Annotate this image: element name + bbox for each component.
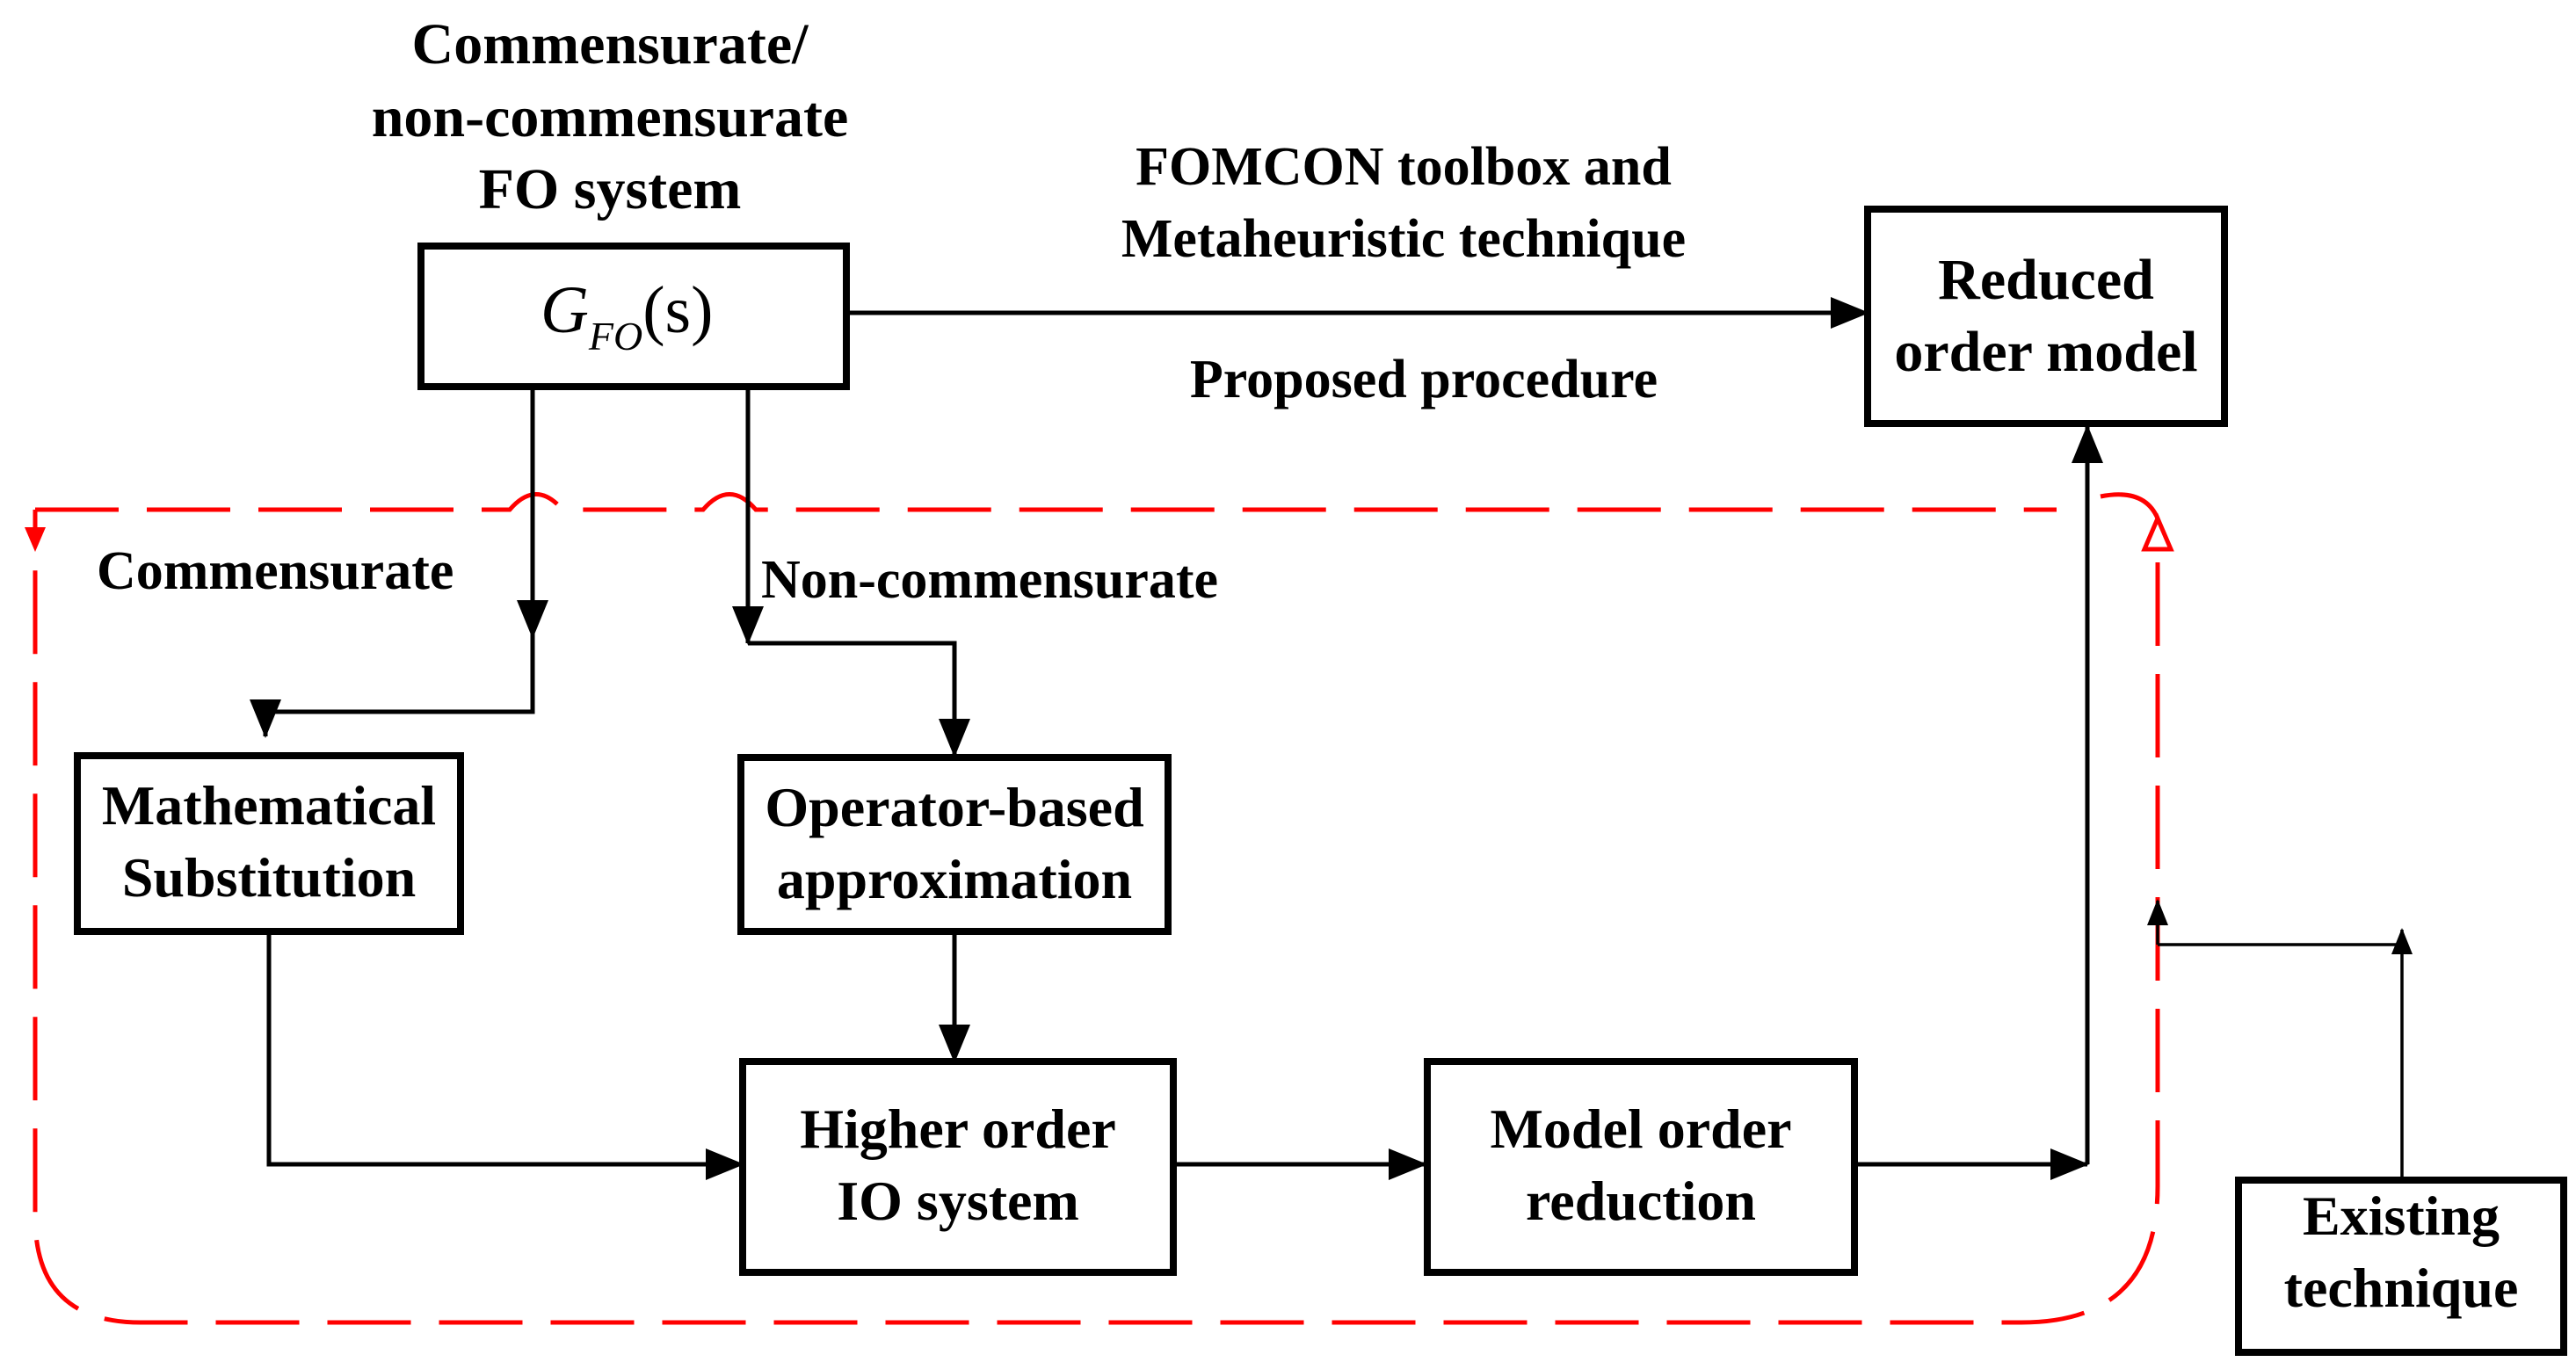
mor-line1: Model order <box>1491 1098 1792 1160</box>
math-sub-line1: Mathematical <box>102 774 436 837</box>
higher-order-io-block: Higher order IO system <box>739 1058 1177 1276</box>
system-title-line3: FO system <box>479 157 742 221</box>
existing-line1: Existing <box>2303 1185 2500 1247</box>
reduced-label-line1: Reduced <box>1938 248 2154 312</box>
region-up-arrow-icon <box>2141 512 2174 552</box>
fomcon-label-line2: Metaheuristic technique <box>1121 209 1686 269</box>
operator-line1: Operator-based <box>765 776 1143 838</box>
model-order-reduction-block: Model order reduction <box>1424 1058 1858 1276</box>
gfo-symbol: GFO(s) <box>541 273 713 359</box>
connectors <box>250 297 2413 1180</box>
region-down-arrow-icon <box>25 527 46 552</box>
fomcon-label-line1: FOMCON toolbox and <box>1136 137 1672 197</box>
system-title-line2: non-commensurate <box>372 85 849 149</box>
math-sub-line2: Substitution <box>122 846 416 909</box>
operator-line2: approximation <box>777 848 1132 910</box>
reduced-label-line2: order model <box>1894 320 2197 384</box>
existing-line2: technique <box>2284 1257 2519 1319</box>
reduced-order-model-block: Reduced order model <box>1864 206 2228 427</box>
higher-line1: Higher order <box>800 1098 1116 1160</box>
system-title-line1: Commensurate/ <box>412 12 810 76</box>
higher-line2: IO system <box>837 1170 1079 1232</box>
proposed-procedure-label: Proposed procedure <box>1190 350 1658 409</box>
mor-line2: reduction <box>1526 1170 1756 1232</box>
operator-approximation-block: Operator-based approximation <box>737 754 1172 935</box>
commensurate-label: Commensurate <box>97 541 454 601</box>
mathematical-substitution-block: Mathematical Substitution <box>74 752 464 935</box>
existing-technique-block: Existing technique <box>2235 1177 2567 1356</box>
noncommensurate-label: Non-commensurate <box>761 550 1218 610</box>
gfo-block: GFO(s) <box>417 243 850 390</box>
proposed-procedure-region <box>25 492 2174 1325</box>
